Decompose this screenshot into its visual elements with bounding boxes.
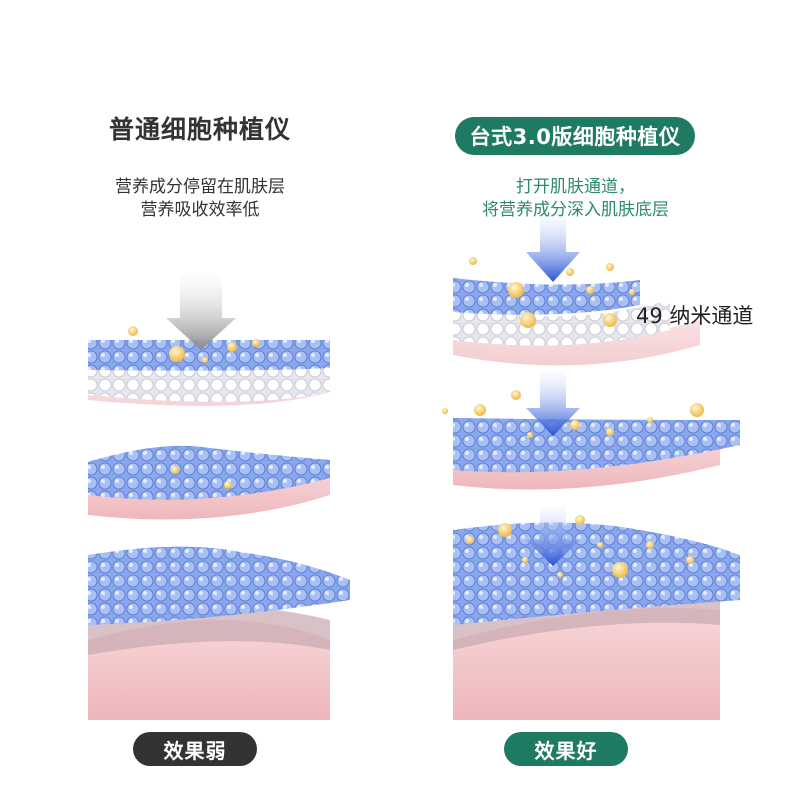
channel-label: 49 纳米通道 — [636, 304, 754, 328]
left-description: 营养成分停留在肌肤层 营养吸收效率低 — [80, 176, 320, 222]
weak-effect-badge: 效果弱 — [133, 732, 257, 766]
left-middle-layer — [88, 445, 330, 520]
left-bottom-layer — [88, 546, 350, 720]
right-title-pill: 台式3.0版细胞种植仪 — [455, 117, 695, 155]
right-blue-arrow-2 — [526, 372, 580, 436]
right-middle-layer — [453, 418, 740, 490]
left-top-layer — [88, 340, 330, 406]
left-title: 普通细胞种植仪 — [108, 115, 291, 144]
right-description: 打开肌肤通道， 将营养成分深入肌肤底层 — [448, 176, 703, 222]
right-top-layer — [453, 278, 700, 366]
right-blue-arrow-3 — [526, 508, 580, 566]
right-desc-line1: 打开肌肤通道， — [516, 177, 635, 197]
left-gray-arrow — [166, 275, 236, 350]
nutrient-particles — [128, 257, 704, 578]
good-effect-badge: 效果好 — [504, 732, 628, 766]
right-blue-arrow-1 — [526, 215, 580, 282]
right-bottom-layer — [453, 522, 740, 720]
left-desc-line1: 营养成分停留在肌肤层 — [115, 177, 285, 197]
left-desc-line2: 营养吸收效率低 — [140, 200, 260, 220]
right-desc-line2: 将营养成分深入肌肤底层 — [482, 200, 669, 220]
